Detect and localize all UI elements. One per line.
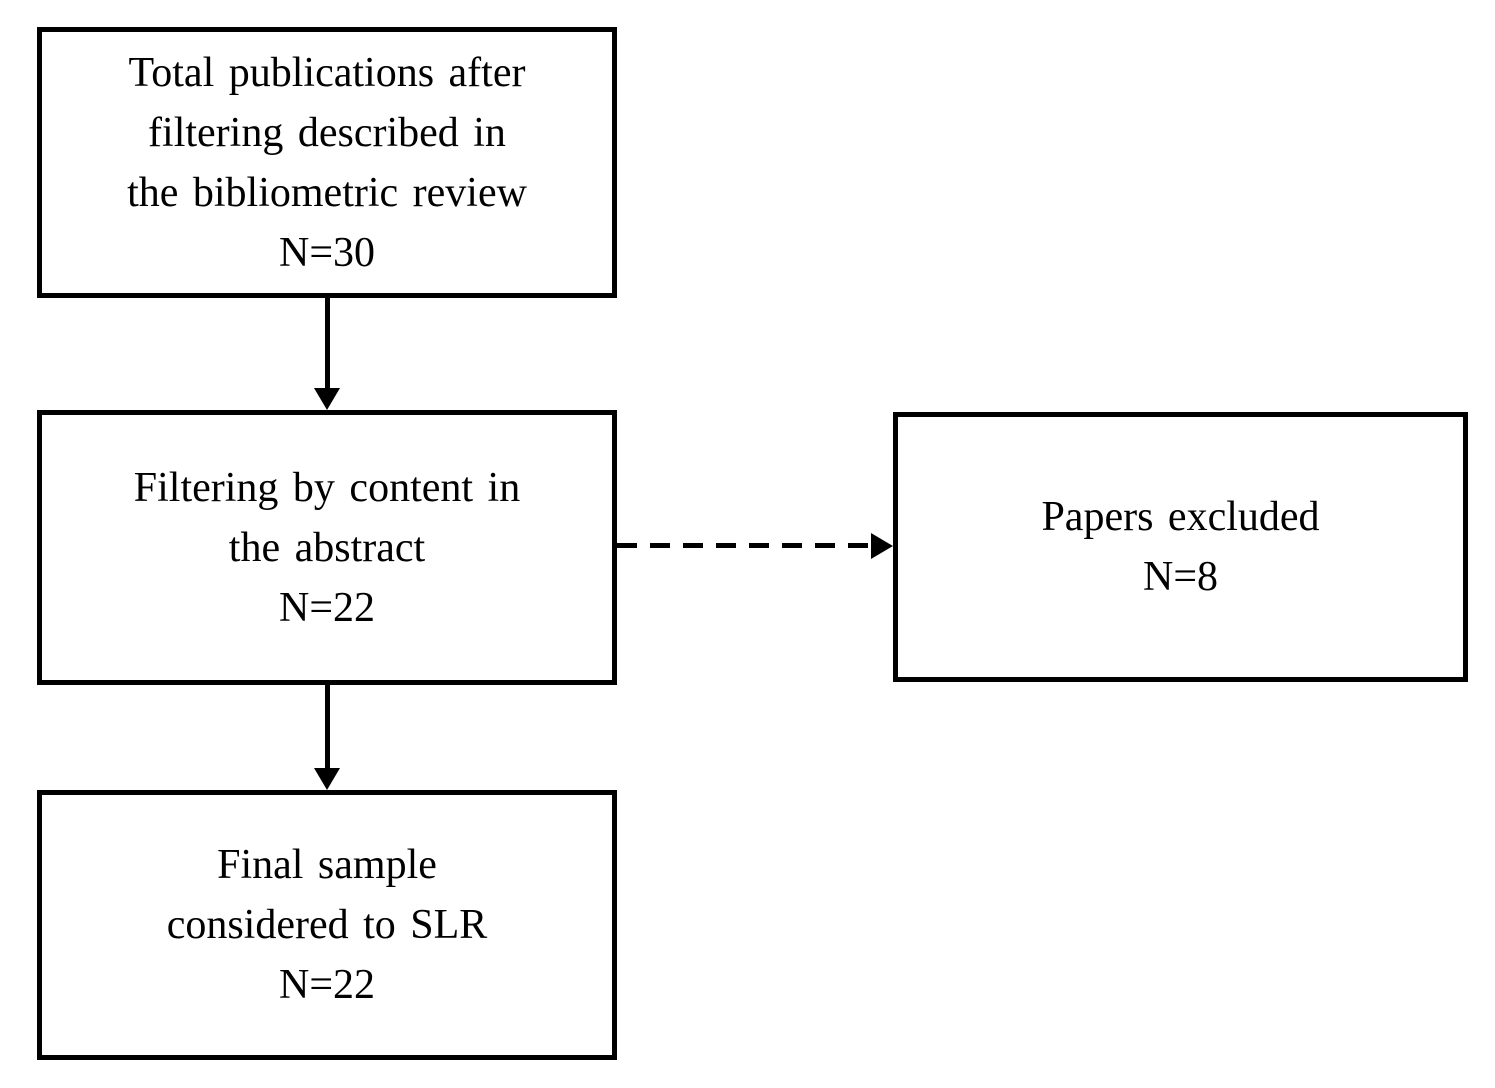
arrow-filter-to-excluded-dashed-shaft [617, 543, 873, 548]
node-total-publications: Total publications after filtering descr… [37, 27, 617, 298]
node-text-line: considered to SLR [166, 902, 488, 948]
arrow-filter-to-final-shaft [325, 685, 330, 770]
node-text-line: Filtering by content in [133, 464, 521, 511]
node-text-line: Final sample [217, 842, 437, 888]
node-count-label: N=30 [278, 229, 376, 276]
node-text-line: the bibliometric review [127, 169, 527, 216]
arrow-right-head-icon [871, 533, 893, 559]
node-text-line: filtering described in [148, 109, 506, 156]
node-count-label: N=22 [278, 584, 376, 631]
node-final-sample: Final sample considered to SLR N=22 [37, 790, 617, 1060]
arrow-total-to-filter-shaft [325, 298, 330, 390]
node-text-line: Papers excluded [1041, 494, 1320, 540]
node-papers-excluded: Papers excluded N=8 [893, 412, 1468, 682]
arrow-down-head-icon [314, 768, 340, 790]
node-text-line: the abstract [228, 524, 426, 571]
node-filtering-abstract: Filtering by content in the abstract N=2… [37, 410, 617, 685]
arrow-down-head-icon [314, 388, 340, 410]
node-text-line: Total publications after [128, 49, 526, 96]
node-count-label: N=8 [1142, 554, 1219, 600]
node-count-label: N=22 [278, 962, 376, 1008]
